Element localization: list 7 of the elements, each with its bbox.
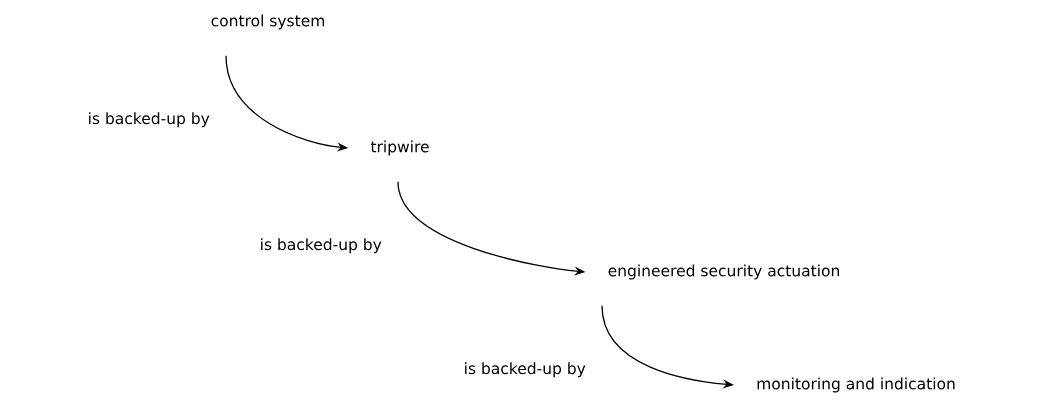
node-label: monitoring and indication [757, 377, 955, 393]
node-label: engineered security actuation [608, 264, 839, 280]
node-label: control system [211, 14, 324, 30]
edge-label: is backed-up by [461, 360, 588, 380]
edge-label: is backed-up by [257, 236, 384, 256]
node-label: tripwire [370, 140, 429, 156]
edge-label: is backed-up by [85, 110, 212, 130]
